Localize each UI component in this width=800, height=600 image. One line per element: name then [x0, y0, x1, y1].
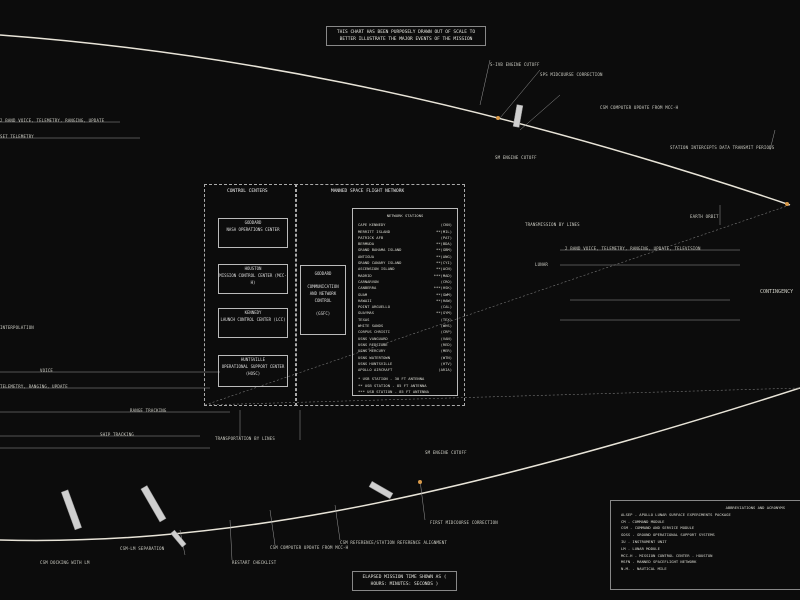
control-centers-panel: CONTROL CENTERS	[204, 184, 297, 406]
event-label: 2 BAND VOICE, TELEMETRY, RANGING, UPDATE	[0, 118, 105, 123]
station-row: CORPUS CHRISTI(CRP)	[358, 329, 452, 335]
station-row: GUAM**(GWM)	[358, 291, 452, 297]
station-footnote: *** USB STATION - 85 FT ANTENNA	[358, 389, 429, 395]
station-row: GUAYMAS**(GYM)	[358, 310, 452, 316]
event-label: CSM DOCKING WITH LM	[40, 560, 90, 565]
station-row: CARNARVON(CRO)	[358, 278, 452, 284]
abbreviation-item: LM - LUNAR MODULE	[621, 545, 660, 551]
station-row: BERMUDA**(BDA)	[358, 241, 452, 247]
station-row: APOLLO AIRCRAFT(ARIA)	[358, 367, 452, 373]
event-label: FIRST MIDCOURSE CORRECTION	[430, 520, 498, 525]
event-label: STATION INTERCEPTS DATA TRANSMIT PERIODS	[670, 145, 775, 150]
time-format-note: ELAPSED MISSION TIME SHOWN AS ( HOURS: M…	[352, 571, 457, 591]
station-row: USNS REDSTONE(RED)	[358, 341, 452, 347]
station-row: USNS MERCURY(MER)	[358, 348, 452, 354]
event-label: 2 BAND VOICE, TELEMETRY, RANGING, UPDATE…	[565, 246, 701, 251]
event-label: SM ENGINE CUTOFF	[425, 450, 467, 455]
event-label: CONTINGENCY	[760, 289, 794, 295]
spacecraft-icon	[61, 489, 82, 531]
station-footnote: * USB STATION - 30 FT ANTENNA	[358, 376, 425, 382]
station-row: TEXAS(TEX)	[358, 316, 452, 322]
station-row: MERRITT ISLAND**(MIL)	[358, 228, 452, 234]
event-label: CSM REFERENCE/STATION REFERENCE ALIGNMEN…	[340, 540, 447, 545]
event-label: SET TELEMETRY	[0, 134, 34, 139]
abbreviation-item: IU - INSTRUMENT UNIT	[621, 538, 667, 544]
event-label: S-IVB ENGINE CUTOFF	[490, 62, 540, 67]
event-label: CSM COMPUTER UPDATE FROM MCC-H	[600, 105, 679, 110]
event-label: TRANSPORTATION BY LINES	[215, 436, 275, 441]
network-stations-list: NETWORK STATIONS CAPE KENNEDY(CKN)MERRIT…	[352, 208, 458, 396]
spacecraft-icon	[368, 481, 394, 499]
abbreviations-header: ABBREVIATIONS AND ACRONYMS	[725, 505, 785, 510]
event-label: EARTH ORBIT	[690, 214, 719, 219]
abbreviation-item: MSFN - MANNED SPACEFLIGHT NETWORK	[621, 559, 697, 565]
abbreviation-item: N.M. - NAUTICAL MILE	[621, 566, 667, 572]
abbreviation-item: MCC-H - MISSION CONTROL CENTER - HOUSTON	[621, 552, 713, 558]
event-label: SM ENGINE CUTOFF	[495, 155, 537, 160]
station-row: POINT ARGUELLO(CAL)	[358, 304, 452, 310]
upper-trajectory	[0, 34, 791, 206]
station-row: HAWAII**(HAW)	[358, 297, 452, 303]
station-row: PATRICK AFB(PAT)	[358, 234, 452, 240]
abbreviations-box: ABBREVIATIONS AND ACRONYMS ALSEP - APOLL…	[610, 500, 800, 590]
event-label: SHIP TRACKING	[100, 432, 134, 437]
station-row: ASCENSION ISLAND**(ACN)	[358, 266, 452, 272]
event-label: CSM-LM SEPARATION	[120, 546, 165, 551]
spacecraft-icon	[140, 485, 167, 523]
event-label: VOICE	[40, 368, 54, 373]
spacecraft-icon	[170, 529, 187, 548]
station-row: MADRID***(MAD)	[358, 272, 452, 278]
station-row: USNS VANGUARD(VAN)	[358, 335, 452, 341]
event-label: SPS MIDCOURSE CORRECTION	[540, 72, 603, 77]
event-label: RANGE TRACKING	[130, 408, 167, 413]
station-row: USNS HUNTSVILLE(HTV)	[358, 360, 452, 366]
control-centers-header: CONTROL CENTERS	[227, 189, 268, 194]
event-label: CSM COMPUTER UPDATE FROM MCC-H	[270, 545, 349, 550]
station-row: WHITE SANDS(WHS)	[358, 323, 452, 329]
station-row: GRAND CANARY ISLAND**(CYI)	[358, 260, 452, 266]
network-header: MANNED SPACE FLIGHT NETWORK	[331, 189, 405, 194]
abbreviation-item: ALSEP - APOLLO LUNAR SURFACE EXPERIMENTS…	[621, 511, 731, 517]
lower-trajectory	[0, 387, 800, 542]
station-row: GRAND BAHAMA ISLAND**(GBM)	[358, 247, 452, 253]
station-row: ANTIGUA**(ANG)	[358, 253, 452, 259]
event-label: INTERPOLATION	[0, 325, 34, 330]
event-label: TELEMETRY, RANGING, UPDATE	[0, 384, 68, 389]
stations-header: NETWORK STATIONS	[386, 213, 424, 218]
scale-note: THIS CHART HAS BEEN PURPOSELY DRAWN OUT …	[326, 26, 486, 46]
station-footnote: ** USB STATION - 85 FT ANTENNA	[358, 382, 427, 388]
event-label: TRANSMISSION BY LINES	[525, 222, 580, 227]
abbreviation-item: GOSS - GROUND OPERATIONAL SUPPORT SYSTEM…	[621, 532, 715, 538]
spacecraft-icon	[512, 104, 524, 128]
abbreviation-item: CM - COMMAND MODULE	[621, 518, 665, 524]
event-label: LUNAR	[535, 262, 549, 267]
station-row: CAPE KENNEDY(CKN)	[358, 222, 452, 228]
station-row: CANBERRA***(HSK)	[358, 285, 452, 291]
network-panel: MANNED SPACE FLIGHT NETWORK	[295, 184, 465, 406]
event-label: RESTART CHECKLIST	[232, 560, 277, 565]
station-row: USNS WATERTOWN(WTN)	[358, 354, 452, 360]
abbreviation-item: CSM - COMMAND AND SERVICE MODULE	[621, 525, 695, 531]
